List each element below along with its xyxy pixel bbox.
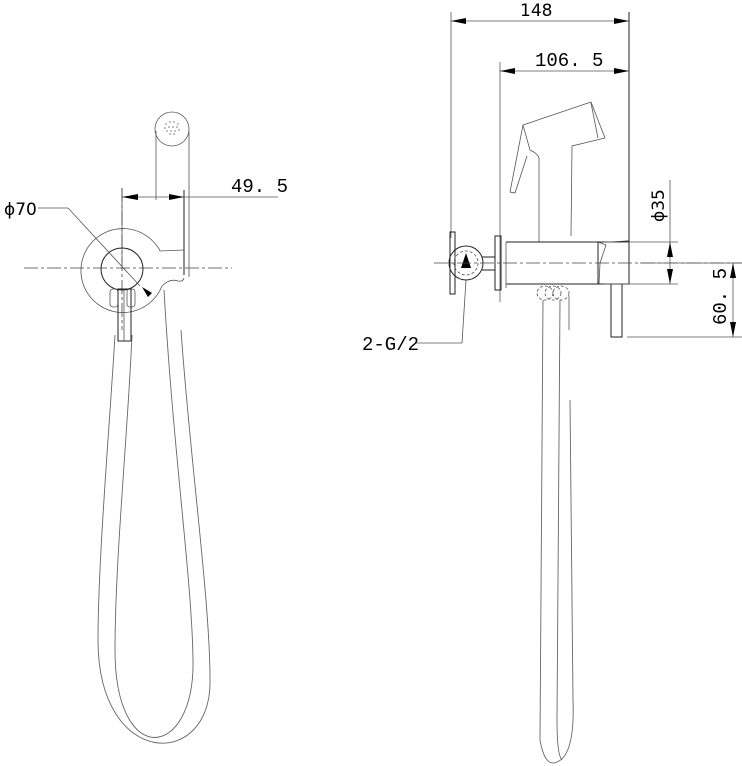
sprayer-head xyxy=(522,101,606,237)
hose-inner xyxy=(114,289,194,738)
sprayer-trigger xyxy=(509,124,528,194)
front-view: 49. 5 ϕ70 xyxy=(4,111,288,744)
holder-peg xyxy=(610,283,623,338)
valve-indicator-icon xyxy=(461,253,471,268)
spray-nozzle-dots xyxy=(164,121,180,135)
hose-outer xyxy=(97,329,211,744)
dim-offset-width: 49. 5 xyxy=(231,176,288,198)
dim-holder-depth: 106. 5 xyxy=(535,50,603,72)
side-hose-inner xyxy=(556,299,563,761)
dim-flange-diameter: ϕ70 xyxy=(4,200,37,220)
dim-holder-height: 60. 5 xyxy=(710,268,732,325)
dim-holder-diameter: ϕ35 xyxy=(649,189,669,222)
side-view: 148 106. 5 xyxy=(362,1,742,764)
flange-outline xyxy=(80,228,163,313)
spray-head-face xyxy=(154,111,190,147)
valve-handle xyxy=(449,231,456,295)
hose-connector xyxy=(117,288,132,342)
dim-overall-depth: 148 xyxy=(520,1,552,21)
thread-callout: 2-G/2 xyxy=(362,334,419,356)
side-hose-outer xyxy=(539,299,574,764)
wall-flange xyxy=(494,235,502,291)
